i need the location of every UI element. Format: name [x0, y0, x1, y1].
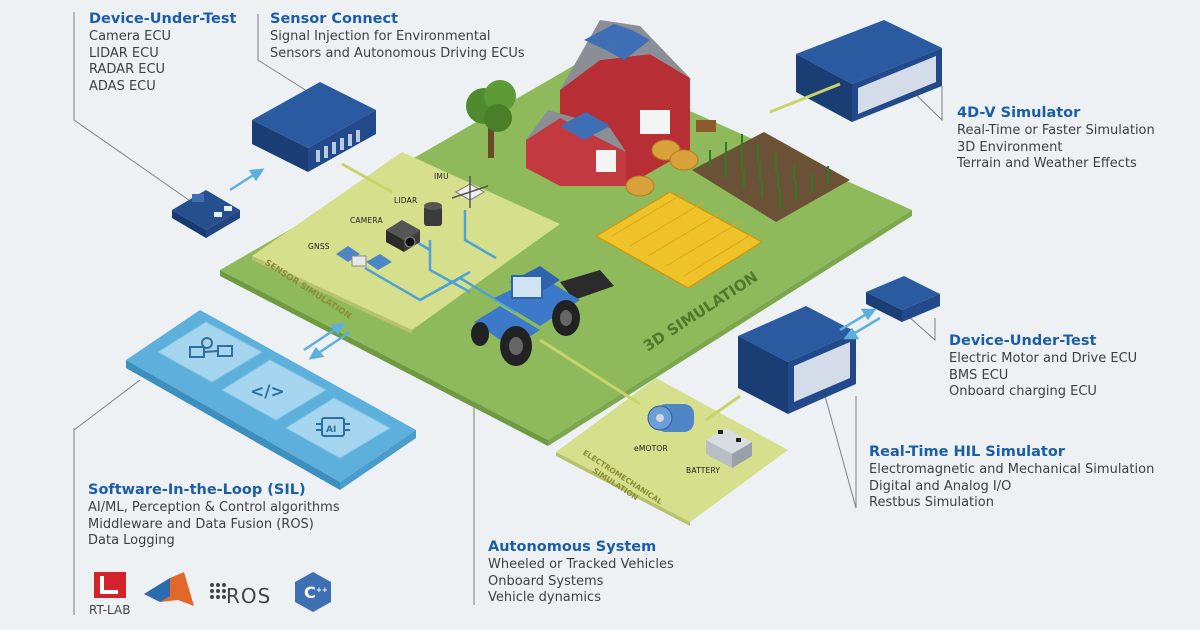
dut-top-title: Device-Under-Test: [89, 11, 237, 27]
sil-link-arrows: [303, 322, 351, 360]
tractor: [471, 266, 614, 366]
imu-label: IMU: [434, 172, 449, 181]
rtlab-logo: [94, 572, 126, 598]
matlab-logo: [144, 572, 194, 606]
hil-line: Restbus Simulation: [869, 495, 994, 510]
ai-chip-icon: [321, 417, 345, 437]
4dv-simulator-rack: [796, 20, 942, 122]
hil-line: Digital and Analog I/O: [869, 478, 1012, 494]
ai-chip-tile: [285, 397, 392, 459]
ros-logo-text: ROS: [226, 584, 272, 608]
electromechanical-zone: [556, 378, 788, 522]
autonomous-line: Onboard Systems: [488, 573, 604, 589]
4dv-simulator-title: 4D-V Simulator: [957, 105, 1081, 121]
camera-sensor: [386, 220, 420, 252]
wheat-field: [594, 191, 764, 289]
cpp-logo: C ++: [295, 572, 331, 612]
dut-right-title: Device-Under-Test: [949, 333, 1097, 349]
dut-top-board: [172, 190, 240, 238]
dut-right-callout: Device-Under-Test Electric Motor and Dri…: [949, 332, 1137, 401]
code-tile: [221, 359, 328, 421]
tractor-to-electromech-line: [539, 338, 641, 406]
cornfield: [692, 132, 850, 222]
autonomous-line: Wheeled or Tracked Vehicles: [488, 557, 674, 572]
crate: [696, 120, 716, 132]
dut-right-box: [866, 276, 940, 322]
hil-callout: Real-Time HIL Simulator Electromagnetic …: [869, 443, 1154, 512]
dut-top-arrows: [229, 168, 265, 192]
4dv-simulator-line: 3D Environment: [957, 139, 1063, 155]
svg-text:AI: AI: [326, 425, 336, 435]
sensor-connect-line: Signal Injection for Environmental: [270, 29, 491, 44]
camera-label: CAMERA: [350, 216, 383, 225]
flowchart-icon: [201, 337, 213, 349]
sil-line: Data Logging: [88, 533, 175, 548]
autonomous-title: Autonomous System: [488, 539, 657, 555]
lidar-sensor: [424, 202, 442, 226]
dut-top-line: ADAS ECU: [89, 78, 156, 94]
dut-top-callout: Device-Under-Test Camera ECU LIDAR ECU R…: [89, 10, 236, 95]
dut-right-line: Electric Motor and Drive ECU: [949, 351, 1138, 366]
gnss-label: GNSS: [308, 242, 330, 251]
svg-text:C: C: [304, 583, 316, 602]
hil-link-line: [705, 394, 741, 422]
dut-top-line: LIDAR ECU: [89, 45, 159, 61]
svg-text:++: ++: [316, 586, 328, 594]
sensor-connect-callout: Sensor Connect Signal Injection for Envi…: [270, 10, 525, 62]
gnss-satellite: [336, 246, 392, 270]
autonomous-line: Vehicle dynamics: [488, 590, 601, 605]
4dv-simulator-line: Terrain and Weather Effects: [957, 156, 1137, 171]
4dv-simulator-callout: 4D-V Simulator Real-Time or Faster Simul…: [957, 104, 1155, 173]
hay-bales: [625, 139, 699, 197]
battery-label: BATTERY: [686, 466, 721, 475]
lidar-label: LIDAR: [394, 196, 418, 205]
emotor-label: eMOTOR: [634, 444, 668, 453]
4dv-link-line: [769, 82, 841, 114]
code-brackets-icon: </>: [250, 382, 285, 402]
dut-right-line: BMS ECU: [949, 367, 1009, 383]
sil-line: AI/ML, Perception & Control algorithms: [88, 500, 340, 515]
sensor-connect-title: Sensor Connect: [270, 11, 399, 27]
ros-logo-dots: [210, 583, 226, 599]
hil-line: Electromagnetic and Mechanical Simulatio…: [869, 462, 1155, 477]
autonomous-callout: Autonomous System Wheeled or Tracked Veh…: [488, 538, 674, 607]
battery: [706, 428, 752, 468]
dut-right-arrows: [839, 308, 881, 340]
sensor-connect-line: Sensors and Autonomous Driving ECUs: [270, 45, 525, 61]
tree: [466, 80, 516, 158]
rack-to-sensor-line: [341, 162, 393, 194]
hil-simulator-rack: [738, 306, 856, 414]
sensor-connect-rack: [252, 82, 376, 172]
dut-top-line: Camera ECU: [89, 29, 171, 44]
dut-right-line: Onboard charging ECU: [949, 384, 1097, 399]
leader-lines: [73, 12, 943, 615]
dut-top-line: RADAR ECU: [89, 62, 166, 77]
4dv-simulator-line: Real-Time or Faster Simulation: [957, 123, 1155, 138]
sil-title: Software-In-the-Loop (SIL): [88, 482, 306, 498]
imu-sensor: [451, 176, 489, 208]
sil-line: Middleware and Data Fusion (ROS): [88, 516, 314, 532]
hil-title: Real-Time HIL Simulator: [869, 444, 1065, 460]
rtlab-logo-text: RT-LAB: [89, 603, 131, 617]
emotor: [647, 404, 694, 432]
corn-stalks: [709, 134, 829, 208]
sil-callout: Software-In-the-Loop (SIL) AI/ML, Percep…: [88, 481, 340, 550]
